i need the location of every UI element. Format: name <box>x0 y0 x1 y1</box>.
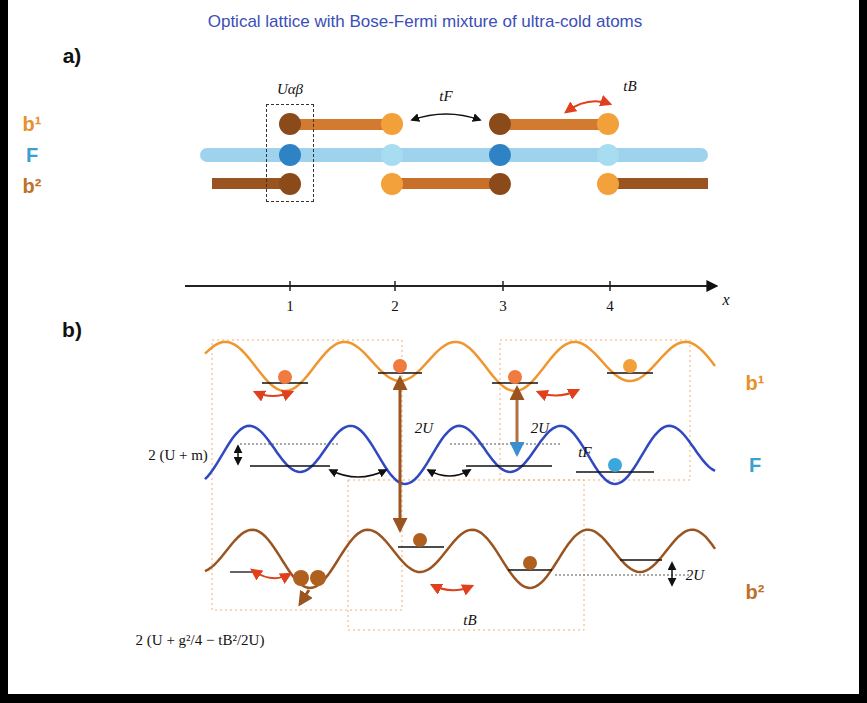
axis-tick: 4 <box>606 298 614 315</box>
box-heading: Uαβ <box>277 81 303 98</box>
axis-tick: 3 <box>499 298 507 315</box>
species-label: F <box>26 144 38 166</box>
energy-label: 2 (U + m) <box>148 447 208 464</box>
hopping-label: tF <box>578 444 591 461</box>
interaction-box: Uαβ <box>266 104 314 202</box>
species-label: b² <box>23 175 42 197</box>
energy-label: 2U <box>686 567 704 584</box>
panel-letter: b) <box>62 318 82 341</box>
energy-label: 2U <box>531 420 549 437</box>
species-label: F <box>749 454 761 476</box>
energy-label: 2U <box>415 420 433 437</box>
species-label: b¹ <box>746 372 765 394</box>
axis-tick: 2 <box>391 298 399 315</box>
hopping-label: tF <box>439 88 452 105</box>
axis-tick: 1 <box>286 298 294 315</box>
paper-ground <box>8 0 859 694</box>
energy-formula: 2 (U + g²/4 − tB²/2U) <box>136 632 265 649</box>
axis-label: x <box>722 291 729 309</box>
hopping-label: tB <box>623 78 636 95</box>
species-label: b¹ <box>23 113 42 135</box>
diagram-title: Optical lattice with Bose-Fermi mixture … <box>208 13 643 32</box>
hopping-label: tB <box>463 612 476 629</box>
panel-letter: a) <box>63 44 82 67</box>
species-label: b² <box>746 581 765 603</box>
